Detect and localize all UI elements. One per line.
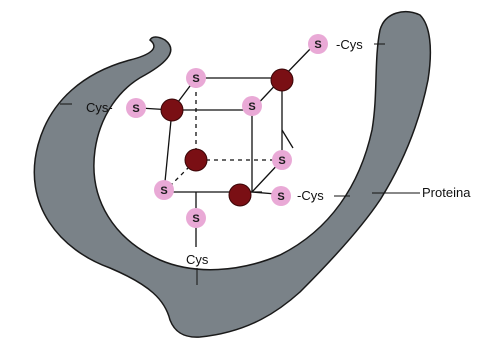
iron-atom <box>271 69 293 91</box>
sulfur-atom: S <box>186 68 206 88</box>
iron-atom <box>185 149 207 171</box>
protein-label: Proteina <box>422 185 471 200</box>
sulfur-symbol: S <box>277 191 284 203</box>
sulfur-symbol: S <box>192 73 199 85</box>
cys-label-left: Cys- <box>86 100 113 115</box>
cys-label-right: -Cys <box>297 188 324 203</box>
sulfur-atom: S <box>154 180 174 200</box>
iron-atom <box>161 99 183 121</box>
bond-line <box>282 130 293 148</box>
sulfur-atom: S <box>186 208 206 228</box>
cys-label-top: -Cys <box>336 37 363 52</box>
sulfur-atom: S <box>271 186 291 206</box>
protein-shape <box>34 12 430 337</box>
sulfur-atom: S <box>242 96 262 116</box>
iron-atom <box>229 184 251 206</box>
sulfur-symbol: S <box>132 103 139 115</box>
bond-line <box>164 110 172 192</box>
sulfur-symbol: S <box>278 155 285 167</box>
sulfur-atom: S <box>126 98 146 118</box>
sulfur-atom: S <box>308 34 328 54</box>
iron-atoms <box>161 69 293 206</box>
sulfur-symbol: S <box>314 39 321 51</box>
sulfur-symbol: S <box>160 185 167 197</box>
sulfur-symbol: S <box>248 101 255 113</box>
sulfur-atom: S <box>272 150 292 170</box>
cys-label-bottom: Cys <box>186 252 209 267</box>
sulfur-symbol: S <box>192 213 199 225</box>
